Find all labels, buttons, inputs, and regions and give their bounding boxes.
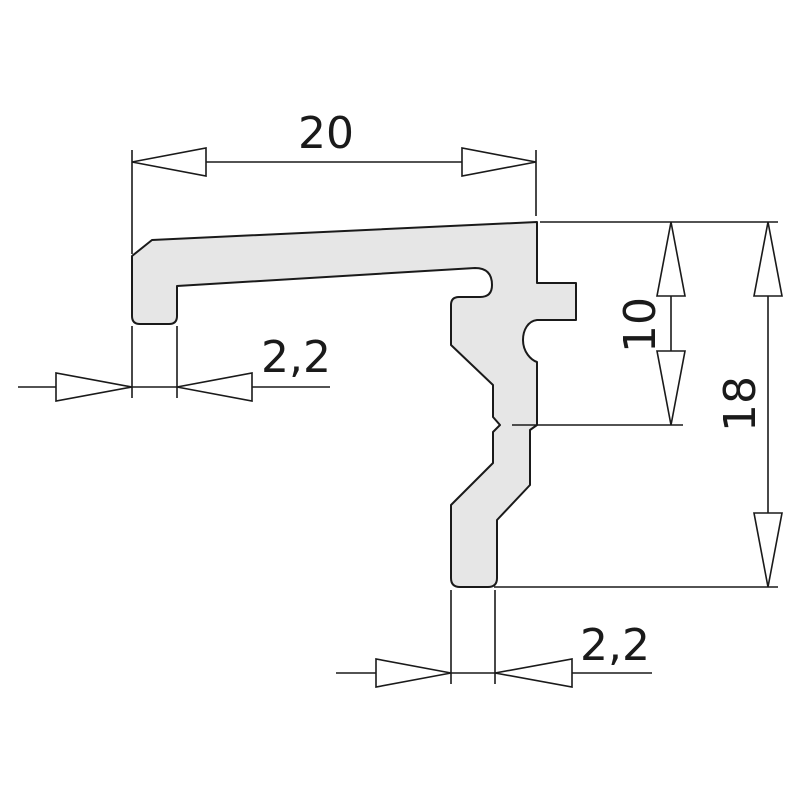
arrow-wall-bottom-inner [494,658,573,688]
arrow-width-right [461,147,537,177]
arrow-height-partial-bottom [656,350,686,426]
dimension-label-width: 20 [298,108,354,159]
arrow-height-total-bottom [753,512,783,588]
dimension-label-height-partial: 10 [615,297,666,353]
dimension-label-wall-bottom: 2,2 [580,620,650,671]
arrow-wall-left-inner [176,372,253,402]
dimension-label-height-total: 18 [715,376,766,432]
arrow-wall-left-outer [55,372,133,402]
arrow-width-left [131,147,207,177]
arrow-height-total-top [753,221,783,297]
profile-cross-section [131,221,577,588]
arrow-wall-bottom-outer [375,658,452,688]
dimension-label-wall-left: 2,2 [261,332,331,383]
arrow-height-partial-top [656,221,686,297]
